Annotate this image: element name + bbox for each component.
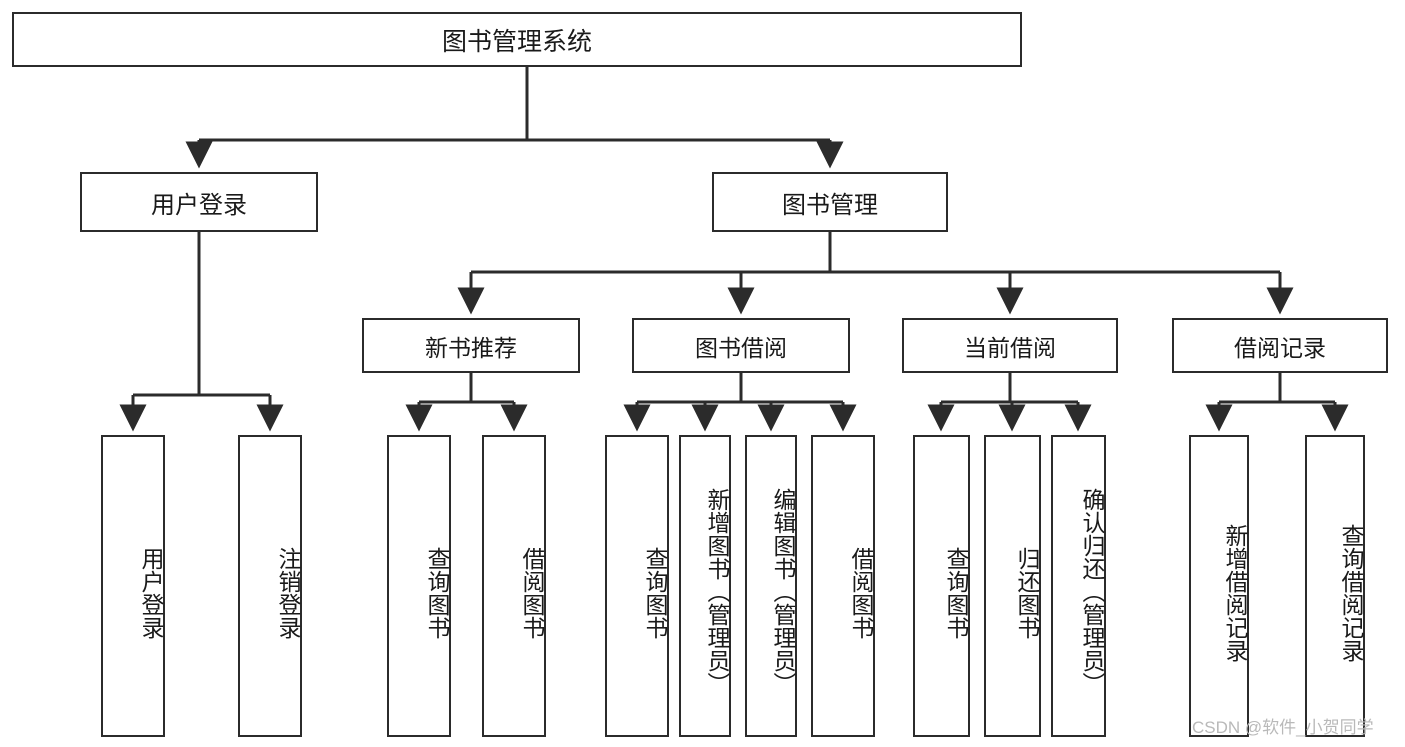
csdn-watermark: CSDN @软件_小贺同学 — [1192, 718, 1374, 737]
node-label: 借阅图书 — [519, 547, 545, 639]
node-label: 确认归还（管理员） — [1079, 487, 1105, 695]
node-level2-new-book-recommend[interactable]: 新书推荐 — [362, 318, 580, 373]
node-label: 图书管理 — [782, 191, 878, 219]
node-label: 查询图书 — [424, 547, 450, 639]
node-label: 注销登录 — [275, 547, 301, 639]
node-label: 查询借阅记录 — [1338, 524, 1364, 662]
node-level2-borrow-record[interactable]: 借阅记录 — [1172, 318, 1388, 373]
node-root-label: 图书管理系统 — [441, 27, 592, 56]
node-label: 用户登录 — [151, 191, 247, 219]
node-label: 查询图书 — [943, 547, 969, 639]
leaf-add-book-admin[interactable]: 新增图书（管理员） — [679, 435, 731, 737]
node-label: 归还图书 — [1014, 547, 1040, 639]
leaf-edit-book-admin[interactable]: 编辑图书（管理员） — [745, 435, 797, 737]
leaf-query-books-current[interactable]: 查询图书 — [913, 435, 970, 737]
leaf-query-books-borrow[interactable]: 查询图书 — [605, 435, 669, 737]
node-root[interactable]: 图书管理系统 — [12, 12, 1022, 67]
node-label: 借阅图书 — [848, 547, 874, 639]
node-label: 图书借阅 — [695, 334, 787, 361]
leaf-borrow-books-recommend[interactable]: 借阅图书 — [482, 435, 546, 737]
node-label: 新增借阅记录 — [1222, 524, 1248, 662]
leaf-user-logout[interactable]: 注销登录 — [238, 435, 302, 737]
leaf-confirm-return-admin[interactable]: 确认归还（管理员） — [1051, 435, 1106, 737]
node-label: 当前借阅 — [964, 334, 1056, 361]
leaf-add-borrow-record[interactable]: 新增借阅记录 — [1189, 435, 1249, 737]
node-label: 编辑图书（管理员） — [770, 487, 796, 695]
leaf-query-books-recommend[interactable]: 查询图书 — [387, 435, 451, 737]
node-label: 借阅记录 — [1234, 334, 1326, 361]
node-label: 新书推荐 — [425, 334, 517, 361]
leaf-return-books[interactable]: 归还图书 — [984, 435, 1041, 737]
node-label: 新增图书（管理员） — [704, 487, 730, 695]
leaf-query-borrow-record[interactable]: 查询借阅记录 — [1305, 435, 1365, 737]
node-level2-book-borrow[interactable]: 图书借阅 — [632, 318, 850, 373]
node-level1-user-login[interactable]: 用户登录 — [80, 172, 318, 232]
leaf-user-login[interactable]: 用户登录 — [101, 435, 165, 737]
leaf-borrow-books[interactable]: 借阅图书 — [811, 435, 875, 737]
node-level2-current-borrow[interactable]: 当前借阅 — [902, 318, 1118, 373]
node-label: 用户登录 — [138, 547, 164, 639]
node-label: 查询图书 — [642, 547, 668, 639]
node-level1-book-management[interactable]: 图书管理 — [712, 172, 948, 232]
